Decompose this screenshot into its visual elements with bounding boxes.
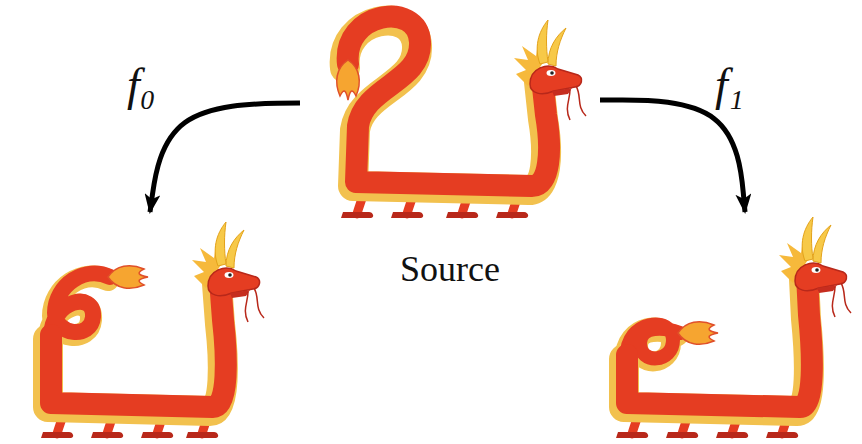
result-figure	[605, 212, 855, 442]
transform-arrow	[150, 103, 300, 212]
transform-arrow	[600, 100, 745, 212]
source-figure: Source	[300, 0, 600, 297]
dragon-figure	[616, 217, 851, 438]
dragon-illustration	[320, 0, 590, 222]
function-label: f₀	[124, 60, 159, 111]
dragon-illustration	[15, 205, 277, 441]
dragon-illustration	[605, 205, 860, 441]
function-label: f₁	[712, 60, 747, 111]
figure-caption: Source	[300, 248, 600, 291]
result-figure	[15, 212, 277, 442]
